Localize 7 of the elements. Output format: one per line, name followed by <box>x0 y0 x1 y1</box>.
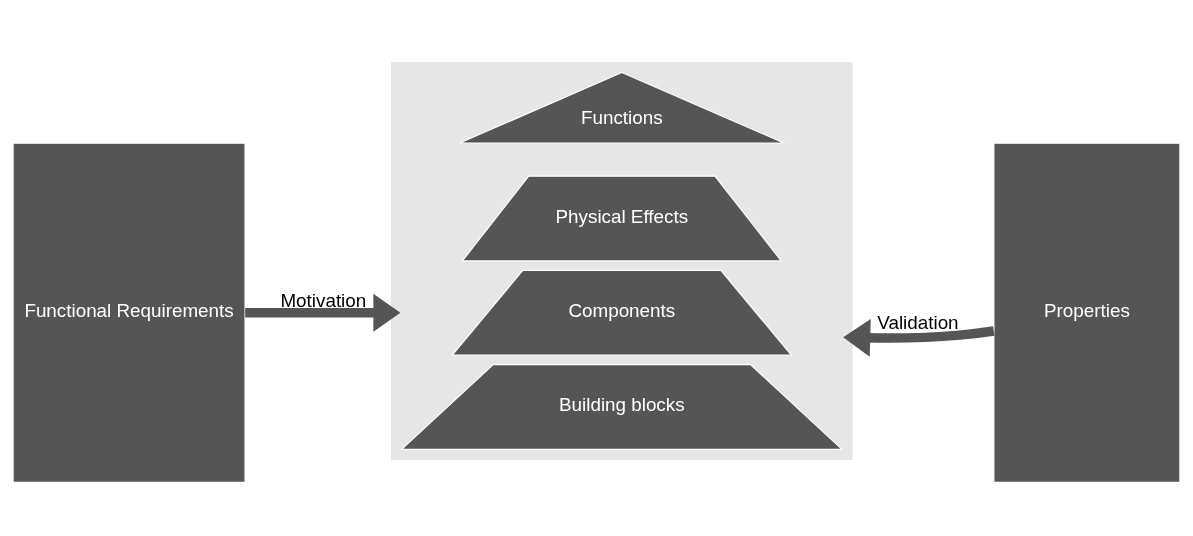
node-box: Properties <box>993 142 1181 483</box>
cluster <box>391 61 853 460</box>
node-box: Functional Requirements <box>12 142 246 483</box>
edge-label: Motivation <box>280 289 367 311</box>
arrow <box>245 293 401 332</box>
arrow <box>843 319 995 357</box>
edge-label: Validation <box>877 311 959 333</box>
